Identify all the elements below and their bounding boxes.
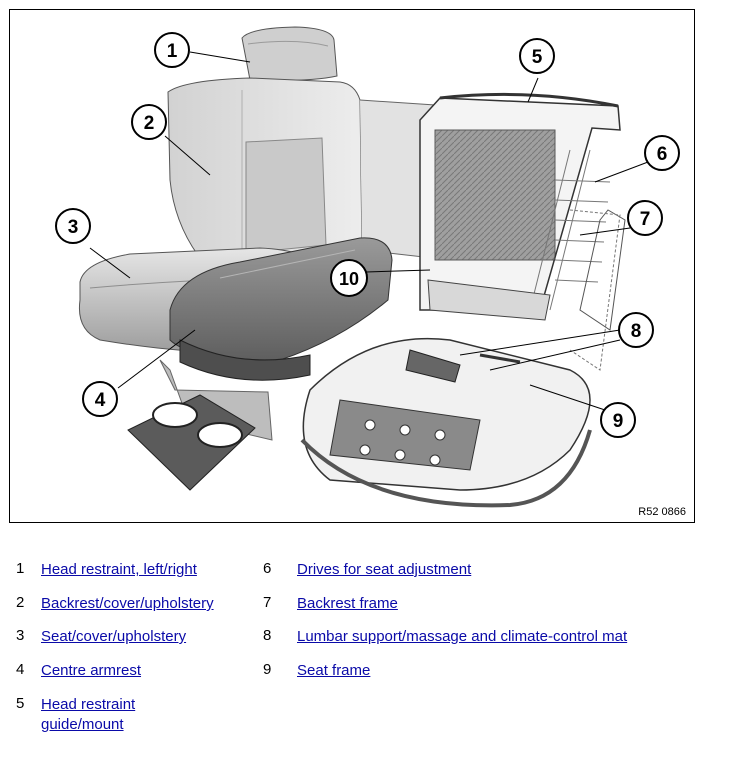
callout-6-label: 6 <box>657 144 668 165</box>
legend-number: 1 <box>16 560 25 577</box>
legend-link-backrest-frame[interactable]: Backrest frame <box>297 595 398 612</box>
legend-link-centre-armrest[interactable]: Centre armrest <box>41 662 142 679</box>
legend-number: 3 <box>16 627 25 644</box>
backrest-frame-shape <box>419 92 626 371</box>
callout-2-label: 2 <box>144 113 155 134</box>
legend-link-seat-cover[interactable]: Seat/cover/upholstery <box>41 628 187 645</box>
legend-link-head-restraint[interactable]: Head restraint, left/right <box>41 561 197 578</box>
backrest-shape <box>167 77 451 269</box>
callout-1-label: 1 <box>167 41 178 62</box>
diagram-illustration: 1 2 3 4 5 6 7 8 <box>55 26 680 508</box>
callout-10-label: 10 <box>339 269 359 289</box>
legend-link-lumbar-support[interactable]: Lumbar support/massage and climate-contr… <box>297 628 628 645</box>
legend-link-head-restraint-guide[interactable]: Head restraint guide/mount <box>41 696 136 733</box>
figure-reference-code: R52 0866 <box>638 506 686 518</box>
legend-number: 6 <box>263 560 272 577</box>
callout-2: 2 <box>131 104 167 140</box>
callout-10: 10 <box>330 259 368 297</box>
callout-4-label: 4 <box>95 390 106 411</box>
callout-6: 6 <box>644 135 680 171</box>
legend-link-drives-seat-adjustment[interactable]: Drives for seat adjustment <box>297 561 472 578</box>
callout-7-label: 7 <box>640 209 651 230</box>
callout-5-label: 5 <box>532 47 543 68</box>
head-restraint-shape <box>241 26 338 81</box>
exploded-seat-diagram: 1 2 3 4 5 6 7 8 <box>9 9 695 523</box>
callout-8: 8 <box>618 312 654 348</box>
legend-number: 5 <box>16 695 25 712</box>
legend-number: 7 <box>263 594 272 611</box>
legend-number: 4 <box>16 661 25 678</box>
callout-7: 7 <box>627 200 663 236</box>
legend-link-seat-frame[interactable]: Seat frame <box>297 662 371 679</box>
cupholder-shape <box>127 394 256 491</box>
legend-number: 9 <box>263 661 272 678</box>
callout-8-label: 8 <box>631 321 642 342</box>
callout-1: 1 <box>154 32 190 68</box>
callout-9-label: 9 <box>613 411 624 432</box>
callout-3-label: 3 <box>68 217 79 238</box>
legend-number: 8 <box>263 627 272 644</box>
seat-frame-shape <box>300 337 592 508</box>
callout-9: 9 <box>600 402 636 438</box>
callout-3: 3 <box>55 208 91 244</box>
callout-5: 5 <box>519 38 555 74</box>
legend-link-backrest-cover[interactable]: Backrest/cover/upholstery <box>41 595 214 612</box>
leader-lines <box>89 51 649 411</box>
legend-number: 2 <box>16 594 25 611</box>
callout-4: 4 <box>82 381 118 417</box>
